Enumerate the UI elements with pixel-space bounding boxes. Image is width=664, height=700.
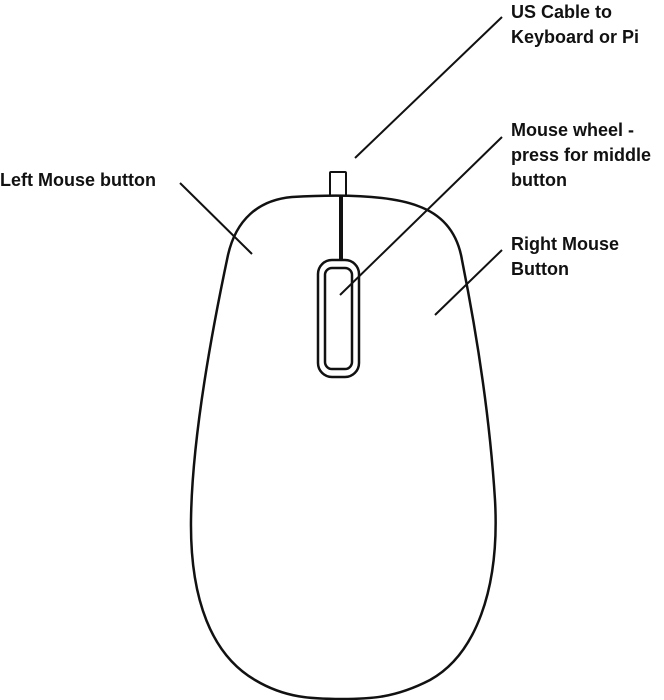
wheel-leader-line: [339, 136, 503, 296]
mouse-wheel: [323, 266, 354, 371]
left-button-leader-line: [179, 182, 253, 255]
right-button-leader-line: [434, 249, 503, 316]
cable-label-line-1: US Cable to: [511, 2, 613, 22]
right-button-label-line-1: Right Mouse: [511, 234, 619, 254]
right-button-label: Right Mouse Button: [511, 232, 619, 282]
cable-label: US Cable to Keyboard or Pi: [511, 0, 639, 50]
cable-leader-line: [354, 16, 503, 159]
right-button-label-line-2: Button: [511, 259, 569, 279]
left-button-label-line-1: Left Mouse button: [0, 170, 156, 190]
mouse-body: [189, 194, 497, 700]
left-button-label: Left Mouse button: [0, 168, 156, 193]
wheel-label: Mouse wheel - press for middle button: [511, 118, 651, 193]
wheel-label-line-1: Mouse wheel -: [511, 120, 635, 140]
cable-connector: [329, 171, 347, 197]
cable-label-line-2: Keyboard or Pi: [511, 27, 640, 47]
wheel-label-line-3: button: [511, 170, 567, 190]
wheel-label-line-2: press for middle: [511, 145, 652, 165]
